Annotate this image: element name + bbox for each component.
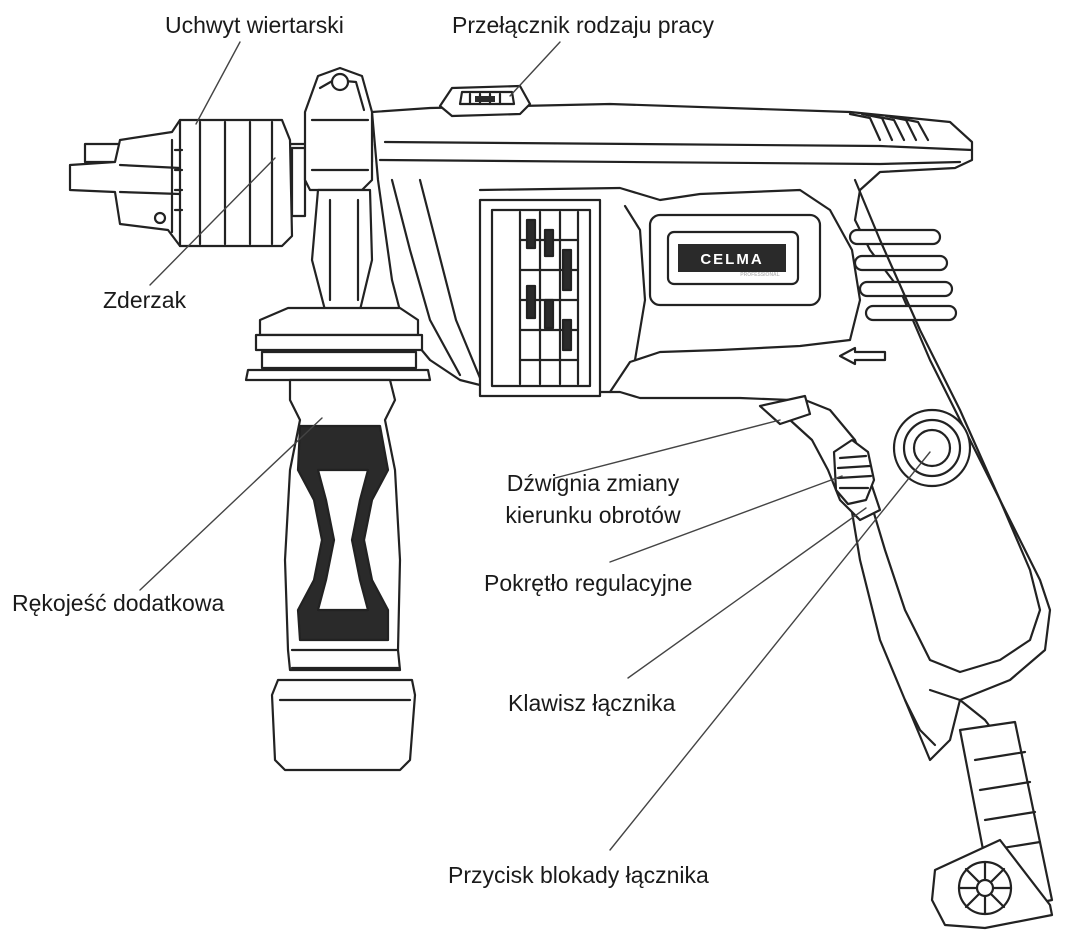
label-chuck: Uchwyt wiertarski bbox=[165, 12, 344, 38]
label-lock-button: Przycisk blokady łącznika bbox=[448, 862, 709, 888]
chuck-shape bbox=[68, 118, 374, 248]
leader-lines bbox=[139, 41, 931, 851]
aux-handle-clamp bbox=[244, 66, 432, 382]
speed-dial-shape bbox=[832, 438, 876, 506]
label-direction-lever-line2: kierunku obrotów bbox=[505, 502, 681, 528]
label-direction-lever-line1: Dźwignia zmiany bbox=[506, 470, 680, 496]
motor-housing bbox=[370, 102, 1052, 762]
label-aux-handle: Rękojeść dodatkowa bbox=[12, 590, 225, 616]
grip-vents bbox=[848, 228, 958, 322]
trigger-assembly bbox=[758, 346, 972, 522]
vent-slots bbox=[478, 198, 602, 398]
label-depth-stop: Zderzak bbox=[103, 287, 187, 313]
direction-lever-shape bbox=[758, 394, 812, 426]
leader-mode-switch bbox=[509, 41, 561, 97]
arrow-icon bbox=[838, 346, 887, 366]
leader-trigger bbox=[627, 507, 867, 679]
leader-lock-button bbox=[609, 451, 931, 851]
leader-aux-handle bbox=[139, 417, 323, 591]
leader-chuck bbox=[195, 41, 241, 125]
brand-plate bbox=[648, 213, 822, 307]
aux-handle-grip bbox=[270, 378, 417, 772]
leader-speed-dial bbox=[609, 475, 843, 563]
leader-direction-lever bbox=[554, 419, 781, 479]
lock-button-shape bbox=[892, 408, 972, 488]
power-cord bbox=[930, 720, 1054, 930]
label-mode-switch: Przełącznik rodzaju pracy bbox=[452, 12, 715, 38]
mode-switch-shape bbox=[438, 84, 532, 118]
label-speed-dial: Pokrętło regulacyjne bbox=[484, 570, 693, 596]
brand-logo: CELMA bbox=[700, 251, 763, 268]
brand-sub: PROFESSIONAL bbox=[740, 272, 779, 278]
label-direction-lever: Dźwignia zmiany kierunku obrotów bbox=[478, 470, 708, 528]
label-trigger: Klawisz łącznika bbox=[508, 690, 676, 716]
leader-depth-stop bbox=[149, 157, 276, 286]
